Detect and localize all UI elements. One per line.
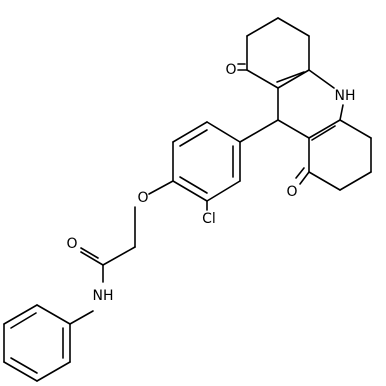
bond	[246, 17, 279, 37]
atom-o-ketone-top: O	[225, 62, 236, 78]
bond	[206, 121, 241, 143]
bond	[308, 171, 341, 191]
bond	[36, 304, 71, 325]
bond	[239, 119, 279, 143]
bond	[339, 119, 372, 139]
atom-o-ketone-bottom: O	[286, 184, 297, 200]
bond	[277, 119, 310, 139]
bond	[80, 251, 104, 266]
bond	[80, 247, 99, 259]
bond	[299, 171, 310, 185]
atom-cl: Cl	[202, 211, 216, 227]
bond	[311, 125, 336, 141]
atom-o-ether: O	[137, 190, 148, 206]
bond	[10, 357, 38, 374]
bond	[308, 119, 341, 139]
atom-labels: O NH O O Cl O NH	[66, 62, 355, 304]
bonds	[3, 17, 372, 382]
bond	[3, 361, 38, 382]
bond	[308, 69, 335, 89]
bond	[172, 180, 208, 202]
bond	[339, 171, 372, 191]
bond	[276, 71, 305, 83]
bond	[3, 304, 38, 325]
bond	[179, 176, 208, 194]
bond	[277, 69, 310, 89]
atom-o-amide: O	[66, 236, 77, 252]
bond	[246, 69, 279, 89]
bond	[148, 180, 174, 195]
bond	[206, 180, 241, 202]
bond	[179, 129, 208, 147]
bond	[69, 310, 94, 325]
bond	[102, 246, 136, 266]
bond	[10, 312, 37, 329]
bond	[172, 121, 208, 143]
bond	[295, 167, 305, 179]
atom-nh-amide: NH	[93, 288, 114, 304]
bond	[339, 104, 344, 121]
atom-nh-ring: NH	[335, 88, 356, 104]
bond	[36, 361, 71, 382]
bond	[277, 17, 310, 37]
